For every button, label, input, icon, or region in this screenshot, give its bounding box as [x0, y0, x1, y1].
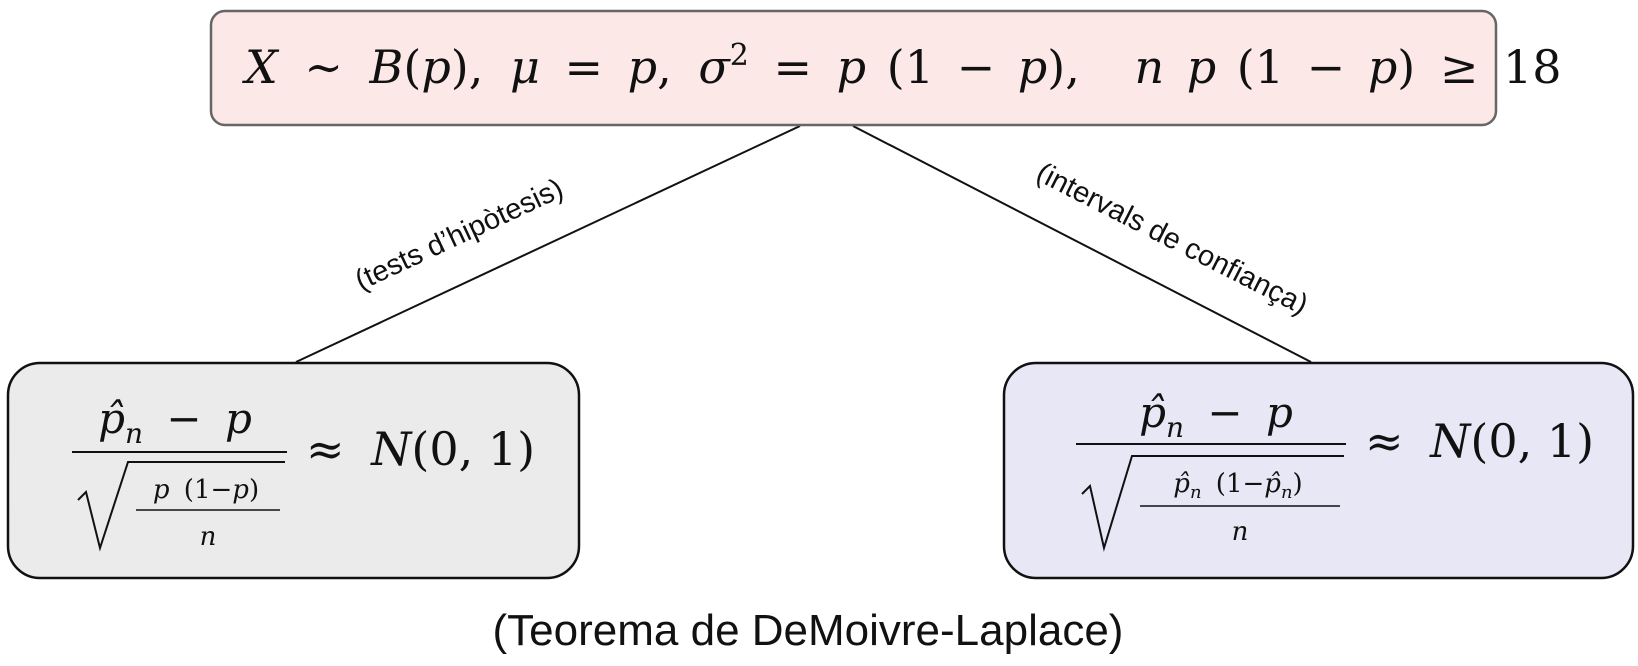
right-inner-numerator: p̂n (1−p̂n) [1173, 469, 1302, 505]
left-inner-numerator: p (1−p) [153, 475, 259, 505]
left-node: p̂n − p p (1−p) n ≈ N(0, 1) [6, 361, 581, 580]
right-node: p̂n − p p̂n (1−p̂n) n ≈ N(0, 1) [1002, 361, 1635, 580]
left-rhs: ≈ N(0, 1) [306, 422, 535, 476]
right-inner-denominator: n [1232, 517, 1249, 547]
top-node-box [209, 9, 1498, 127]
left-radical [77, 461, 285, 552]
right-radical [1081, 455, 1344, 552]
edge-line-right [852, 125, 1312, 363]
edge-label-tests: (tests d’hipòtesis) [350, 173, 568, 297]
edge-line-left [295, 125, 801, 363]
top-node-formula: X ∼ B(p), μ = p, σ2 = p (1 − p), n p (1 … [242, 22, 1562, 94]
right-rhs: ≈ N(0, 1) [1365, 414, 1594, 468]
right-node-box [1002, 361, 1635, 580]
left-numerator: p̂n − p [98, 394, 252, 453]
caption: (Teorema de DeMoivre-Laplace) [493, 606, 1124, 655]
top-node: X ∼ B(p), μ = p, σ2 = p (1 − p), n p (1 … [209, 9, 1562, 127]
left-inner-denominator: n [200, 522, 217, 552]
left-node-box [6, 361, 581, 580]
right-numerator: p̂n − p [1139, 388, 1293, 447]
